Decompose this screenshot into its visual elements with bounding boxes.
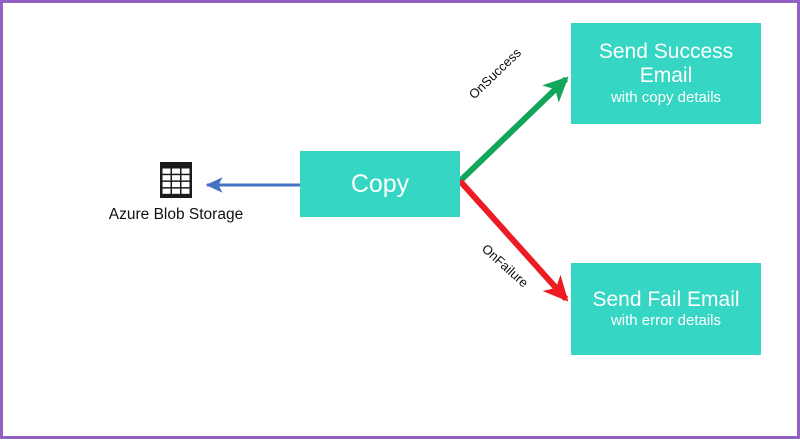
node-azure-blob-storage[interactable]: Azure Blob Storage (91, 161, 261, 224)
edge-copy-to-success (457, 76, 569, 184)
send-success-email-title: Send Success Email (598, 40, 734, 87)
send-success-email-subtitle: with copy details (610, 89, 722, 107)
node-copy-activity[interactable]: Copy (300, 151, 460, 217)
diagram-layer: Azure Blob Storage Copy Send Success Ema… (3, 3, 797, 436)
edge-copy-to-fail (457, 178, 569, 302)
azure-blob-storage-label: Azure Blob Storage (108, 206, 244, 223)
connector-layer (205, 76, 569, 302)
send-fail-email-subtitle: with error details (610, 312, 722, 330)
copy-activity-title: Copy (350, 170, 410, 198)
node-send-fail-email[interactable]: Send Fail Email with error details (571, 263, 761, 355)
send-fail-email-title: Send Fail Email (592, 287, 740, 311)
table-icon (159, 161, 193, 199)
node-send-success-email[interactable]: Send Success Email with copy details (571, 23, 761, 124)
